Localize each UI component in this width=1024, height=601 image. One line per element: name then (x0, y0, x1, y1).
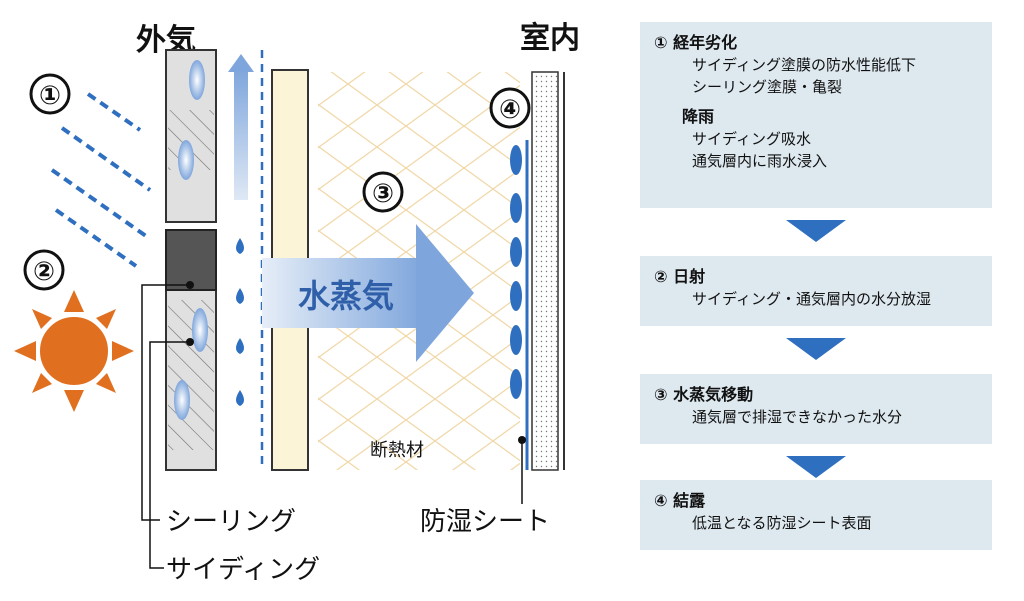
step-1-line-2: シーリング塗膜・亀裂 (692, 78, 843, 96)
down-arrow-2 (786, 338, 846, 360)
down-arrow-3 (786, 456, 846, 478)
step-1-line-1: サイディング塗膜の防水性能低下 (692, 56, 916, 74)
step-panel-4: ④ 結露 低温となる防湿シート表面 (640, 480, 992, 550)
step-panel-3: ③ 水蒸気移動 通気層で排湿できなかった水分 (640, 374, 992, 444)
svg-text:①: ① (39, 81, 61, 111)
siding-label: サイディング (166, 555, 320, 585)
svg-text:③: ③ (372, 179, 394, 209)
vapor-label: 水蒸気 (298, 277, 394, 315)
leader-lines (141, 284, 523, 569)
inside-label: 室内 (520, 21, 580, 56)
marker-3: ③ (362, 171, 404, 213)
sealing-label: シーリング (166, 507, 296, 537)
sun-icon (14, 290, 134, 412)
step-1-sub-title: 降雨 (682, 107, 715, 126)
sealing-block (165, 229, 217, 291)
step-2-line-1: サイディング・通気層内の水分放湿 (692, 290, 931, 308)
step-4-line-1: 低温となる防湿シート表面 (692, 514, 872, 532)
svg-text:②: ② (33, 257, 55, 287)
condensation-drops (510, 145, 522, 399)
step-3-title: ③ 水蒸気移動 (654, 385, 754, 404)
step-3-line-1: 通気層で排湿できなかった水分 (692, 408, 903, 426)
vapor-barrier-label: 防湿シート (420, 507, 550, 537)
step-1-sub-line-2: 通気層内に雨水浸入 (692, 152, 828, 170)
step-panel-2: ② 日射 サイディング・通気層内の水分放湿 (640, 256, 992, 326)
marker-4: ④ (489, 87, 531, 129)
step-4-title: ④ 結露 (654, 491, 706, 510)
insulation-label: 断熱材 (370, 440, 424, 461)
marker-2: ② (23, 249, 65, 291)
step-1-sub-line-1: サイディング吸水 (692, 130, 811, 148)
step-2-title: ② 日射 (654, 267, 706, 286)
svg-text:④: ④ (499, 95, 521, 125)
step-1-title: ① 経年劣化 (654, 33, 738, 52)
down-arrow-1 (786, 220, 846, 242)
marker-1: ① (29, 73, 71, 115)
wall-condensation-diagram: 外気 室内 ① ② (14, 21, 580, 585)
interior-board (531, 71, 559, 471)
siding-moisture (174, 60, 208, 420)
updraft-arrow (228, 54, 254, 200)
water-drops (236, 238, 244, 406)
rain-lines (50, 92, 152, 268)
step-panel-1: ① 経年劣化 サイディング塗膜の防水性能低下 シーリング塗膜・亀裂 降雨 サイデ… (640, 22, 992, 208)
vapor-arrow (262, 224, 474, 362)
